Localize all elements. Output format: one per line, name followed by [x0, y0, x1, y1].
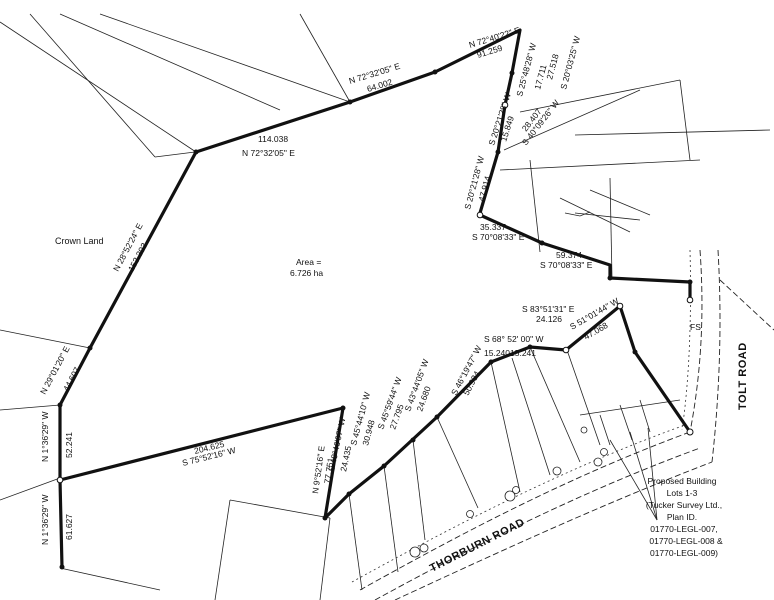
- label-dist-west-a: 52.241: [64, 432, 74, 458]
- callout-line-4: Plan ID.: [667, 512, 697, 522]
- callout-line-2: Lots 1-3: [667, 488, 698, 498]
- label-dist-s-7: 77.751: [322, 457, 336, 484]
- bearing-labels: N 72°40'22" E 91.259 N 72°32'05" E 64.00…: [38, 25, 749, 575]
- label-dist-e-1: 24.126: [536, 314, 562, 324]
- label-dist-west-b: 61.627: [64, 514, 74, 540]
- label-dist-ne-7: 59.374: [556, 250, 582, 260]
- label-dist-s-1a: 15.240: [484, 348, 510, 358]
- tree-symbols: [409, 189, 651, 558]
- callout-line-7: 01770-LEGL-009): [650, 548, 718, 558]
- crown-land-label: Crown Land: [55, 236, 104, 246]
- label-dist-s-1b: 15.241: [510, 348, 536, 358]
- label-dist-ne-2: 27.518: [544, 53, 560, 81]
- survey-monuments: [56, 69, 694, 570]
- callout-leaders: [609, 427, 658, 521]
- road-edges: [351, 249, 774, 600]
- area-value: 6.726 ha: [290, 268, 323, 278]
- label-bearing-ne-7: S 70°08'33" E: [540, 260, 593, 270]
- label-dist-top-left: 114.038: [258, 134, 288, 144]
- lots-callout: Proposed Building Lots 1-3 (Tucker Surve…: [646, 476, 723, 558]
- label-bearing-top-left: N 72°32'05" E: [242, 148, 295, 158]
- callout-line-6: 01770-LEGL-008 &: [649, 536, 723, 546]
- area-label: Area =: [296, 257, 321, 267]
- callout-line-5: 01770-LEGL-007,: [650, 524, 718, 534]
- label-bearing-e-1: S 83°51'31" E: [522, 304, 575, 314]
- label-bearing-ne-2: S 20°03'25" W: [558, 35, 582, 91]
- lot-lines: [348, 346, 681, 591]
- label-dist-west-short: 44.607: [61, 365, 82, 393]
- label-bearing-west-a: N 1°36'29" W: [40, 411, 50, 462]
- property-boundary: [58, 28, 692, 568]
- label-bearing-west-b: N 1°36'29" W: [40, 494, 50, 545]
- label-bearing-ne-6: S 70°08'33" E: [472, 232, 525, 242]
- road-label-tolt: TOLT ROAD: [737, 342, 749, 410]
- fs-mark: FS: [690, 322, 701, 332]
- label-bearing-s-1: S 68° 52' 00" W: [484, 334, 544, 344]
- callout-line-3: (Tucker Survey Ltd.,: [646, 500, 722, 510]
- adjacent-lot-lines: [0, 13, 771, 600]
- road-label-thorburn: THORBURN ROAD: [428, 516, 527, 574]
- label-dist-ne-6: 35.337: [480, 222, 506, 232]
- callout-line-1: Proposed Building: [648, 476, 717, 486]
